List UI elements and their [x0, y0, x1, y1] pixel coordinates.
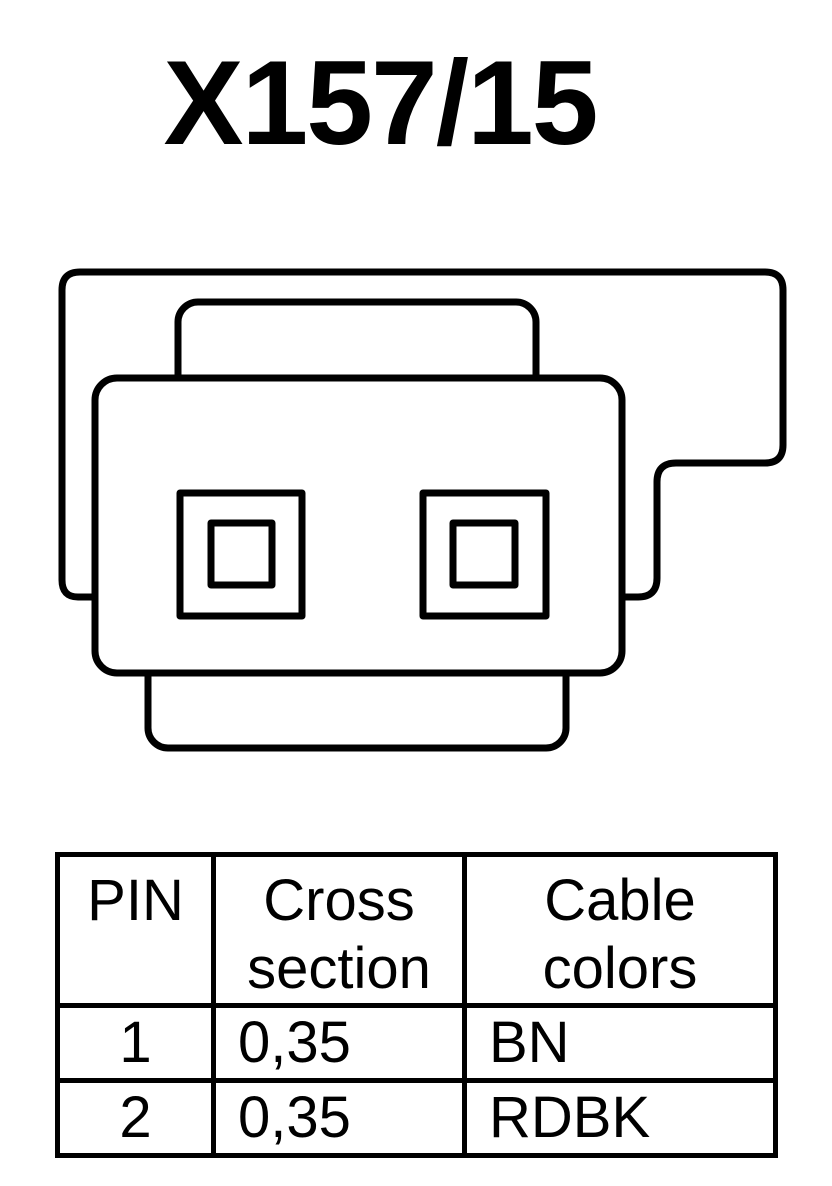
cable-color-value: RDBK [462, 1078, 778, 1158]
table-row: 2 0,35 RDBK [55, 1078, 778, 1158]
connector-diagram [58, 268, 787, 752]
header-pin: PIN [55, 852, 216, 1008]
header-cable-colors: Cable colors [462, 852, 778, 1008]
pin-table: PIN Cross section Cable colors 1 0,35 BN… [55, 852, 778, 1158]
pin-number: 2 [55, 1078, 216, 1158]
header-cross-section: Cross section [211, 852, 467, 1008]
pin-cavity-2-inner [449, 519, 519, 589]
table-header-row: PIN Cross section Cable colors [55, 852, 778, 1008]
pin-cavity-1-inner [207, 519, 276, 589]
table-row: 1 0,35 BN [55, 1003, 778, 1083]
connector-title: X157/15 [163, 36, 598, 170]
cross-section-value: 0,35 [211, 1003, 467, 1083]
cable-color-value: BN [462, 1003, 778, 1083]
pin-number: 1 [55, 1003, 216, 1083]
cross-section-value: 0,35 [211, 1078, 467, 1158]
